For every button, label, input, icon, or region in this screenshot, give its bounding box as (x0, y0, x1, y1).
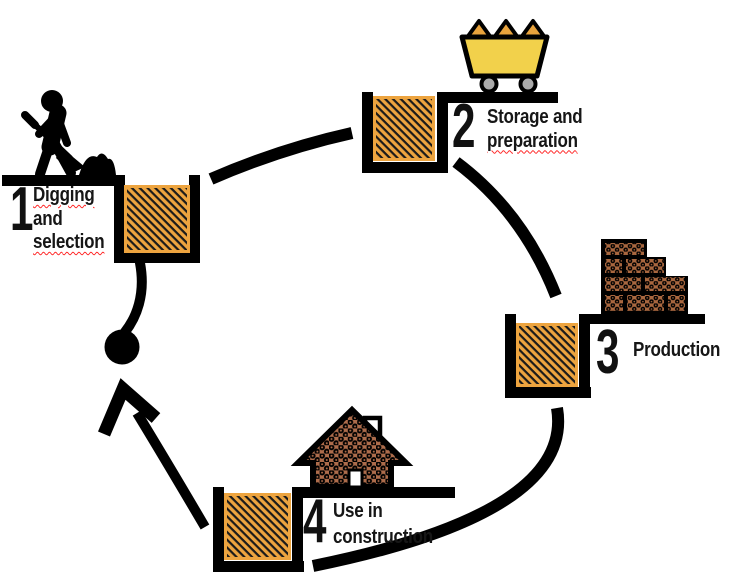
stage1-label-line3: selection (33, 231, 105, 253)
cycle-arrowhead-icon (98, 378, 161, 437)
arc-stage1-to-stage2 (208, 127, 354, 185)
stage1-number: 1 (10, 175, 34, 244)
stage4-label: Use in construction (333, 498, 433, 550)
stage1-label: Digging and selection (33, 184, 105, 255)
stage1-label-line1: Digging (33, 184, 95, 206)
stage2-label-line2: preparation (487, 129, 578, 152)
stage3-number: 3 (596, 318, 620, 387)
stage3-clay-square (516, 323, 578, 387)
stage1-clay-square (124, 185, 190, 253)
stage4-label-line1: Use in (333, 500, 383, 522)
stage3-label: Production (633, 339, 720, 363)
stage1-platform (2, 175, 200, 263)
arc-stage2-to-stage3 (452, 157, 562, 299)
stage4-label-line2: construction (333, 526, 433, 548)
stage4-platform (213, 487, 455, 572)
stage2-label-line1: Storage and (487, 106, 583, 128)
stage1-label-line2: and (33, 207, 63, 230)
stage2-label: Storage and preparation (487, 106, 583, 153)
stage4-clay-square (224, 493, 291, 560)
stage3-platform (505, 314, 705, 398)
stage4-number: 4 (303, 487, 327, 556)
house-icon (290, 405, 414, 490)
arc-stage4-to-arrow (132, 410, 210, 530)
mine-cart-icon (459, 19, 550, 94)
stage2-clay-square (373, 96, 435, 161)
arc-stage3-to-stage4 (311, 406, 565, 572)
cycle-arcs (98, 127, 565, 572)
stage2-number: 2 (452, 92, 476, 161)
stage2-platform (362, 92, 558, 173)
digger-icon (21, 90, 116, 179)
bricks-icon (601, 239, 688, 314)
stage3-label-line1: Production (633, 339, 721, 361)
cycle-end-ball-icon (104, 258, 147, 365)
